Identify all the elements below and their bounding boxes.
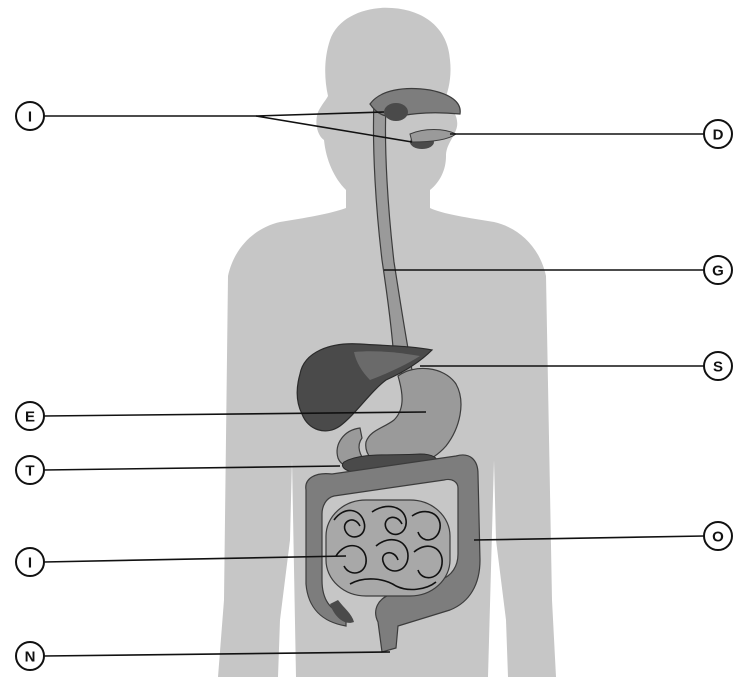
marker-stomach: S [704, 352, 732, 380]
marker-large-intestine-text: O [712, 529, 724, 546]
marker-rectum: N [16, 642, 44, 670]
marker-pancreas-text: T [25, 463, 34, 480]
marker-oesophagus: G [704, 256, 732, 284]
marker-pancreas: T [16, 456, 44, 484]
marker-oesophagus-text: G [712, 263, 724, 280]
marker-mouth-text: D [713, 127, 724, 144]
marker-small-intestine-text: I [28, 555, 32, 572]
marker-liver-text: E [25, 409, 35, 426]
marker-left-top-text: I [28, 109, 32, 126]
marker-mouth: D [704, 120, 732, 148]
marker-small-intestine: I [16, 548, 44, 576]
marker-left-top: I [16, 102, 44, 130]
marker-rectum-text: N [25, 649, 36, 666]
marker-stomach-text: S [713, 359, 723, 376]
small-intestine [326, 500, 450, 596]
salivary-gland-upper [384, 103, 408, 121]
marker-liver: E [16, 402, 44, 430]
marker-large-intestine: O [704, 522, 732, 550]
